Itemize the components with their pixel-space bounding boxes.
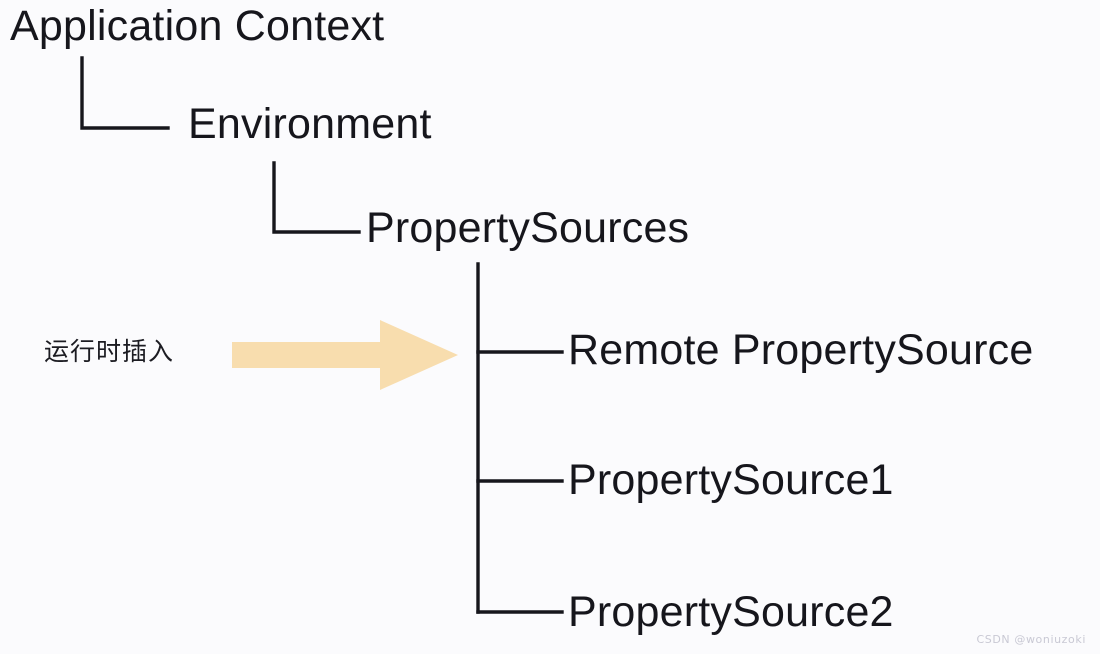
- node-remote-property-source: Remote PropertySource: [568, 326, 1034, 374]
- node-environment: Environment: [188, 100, 432, 148]
- right-arrow-icon: [232, 320, 458, 390]
- annotation-runtime-insert: 运行时插入: [44, 337, 175, 366]
- node-property-source-2: PropertySource2: [568, 588, 894, 636]
- connector-root-to-environment: [80, 56, 170, 130]
- watermark: CSDN @woniuzoki: [976, 633, 1086, 646]
- node-property-sources: PropertySources: [366, 204, 690, 252]
- connector-environment-to-propertysources: [272, 161, 361, 234]
- node-property-source-1: PropertySource1: [568, 456, 894, 504]
- node-application-context: Application Context: [10, 2, 385, 50]
